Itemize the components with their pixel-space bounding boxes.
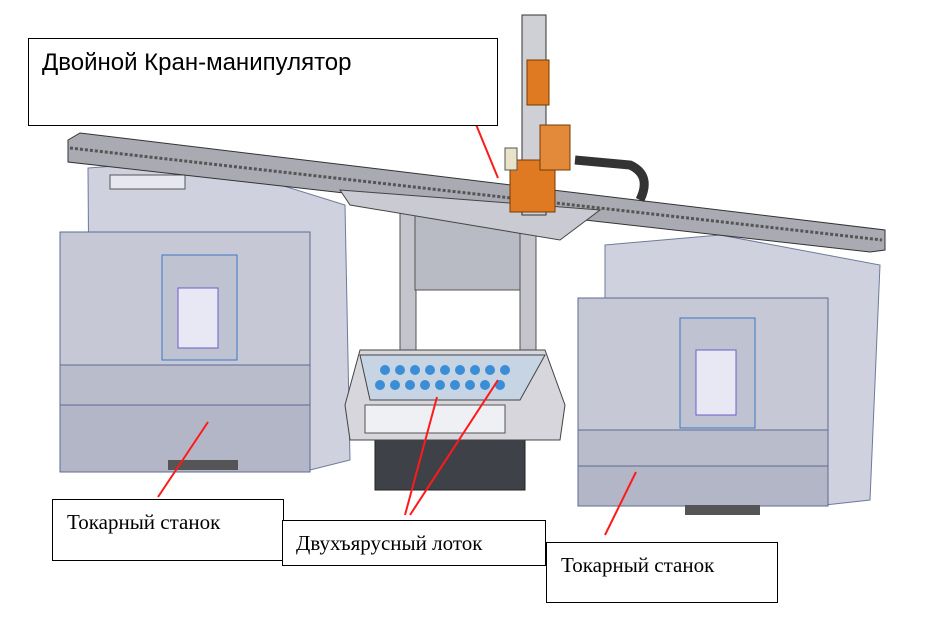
arrow-tray-lower — [404, 396, 438, 516]
crane-label: Двойной Кран-манипулятор — [28, 38, 498, 126]
left-lathe — [59, 159, 351, 473]
arrow-crane — [474, 121, 499, 179]
arrow-lathe-left — [157, 421, 209, 498]
lathe-left-label-text: Токарный станок — [67, 510, 221, 534]
crane-label-text: Двойной Кран-манипулятор — [42, 49, 352, 76]
tray-label-text: Двухъярусный лоток — [296, 531, 483, 555]
lathe-left-label: Токарный станок — [52, 499, 284, 561]
arrow-lathe-right — [604, 471, 637, 536]
callout-arrows — [157, 121, 637, 536]
tray-label: Двухъярусный лоток — [282, 520, 546, 566]
right-lathe — [577, 234, 881, 515]
lathe-right-label-text: Токарный станок — [561, 553, 715, 577]
lathe-right-label: Токарный станок — [546, 542, 778, 603]
arrow-tray-upper — [409, 379, 499, 516]
gantry-rail — [67, 132, 886, 253]
crane-manipulator — [504, 14, 649, 216]
